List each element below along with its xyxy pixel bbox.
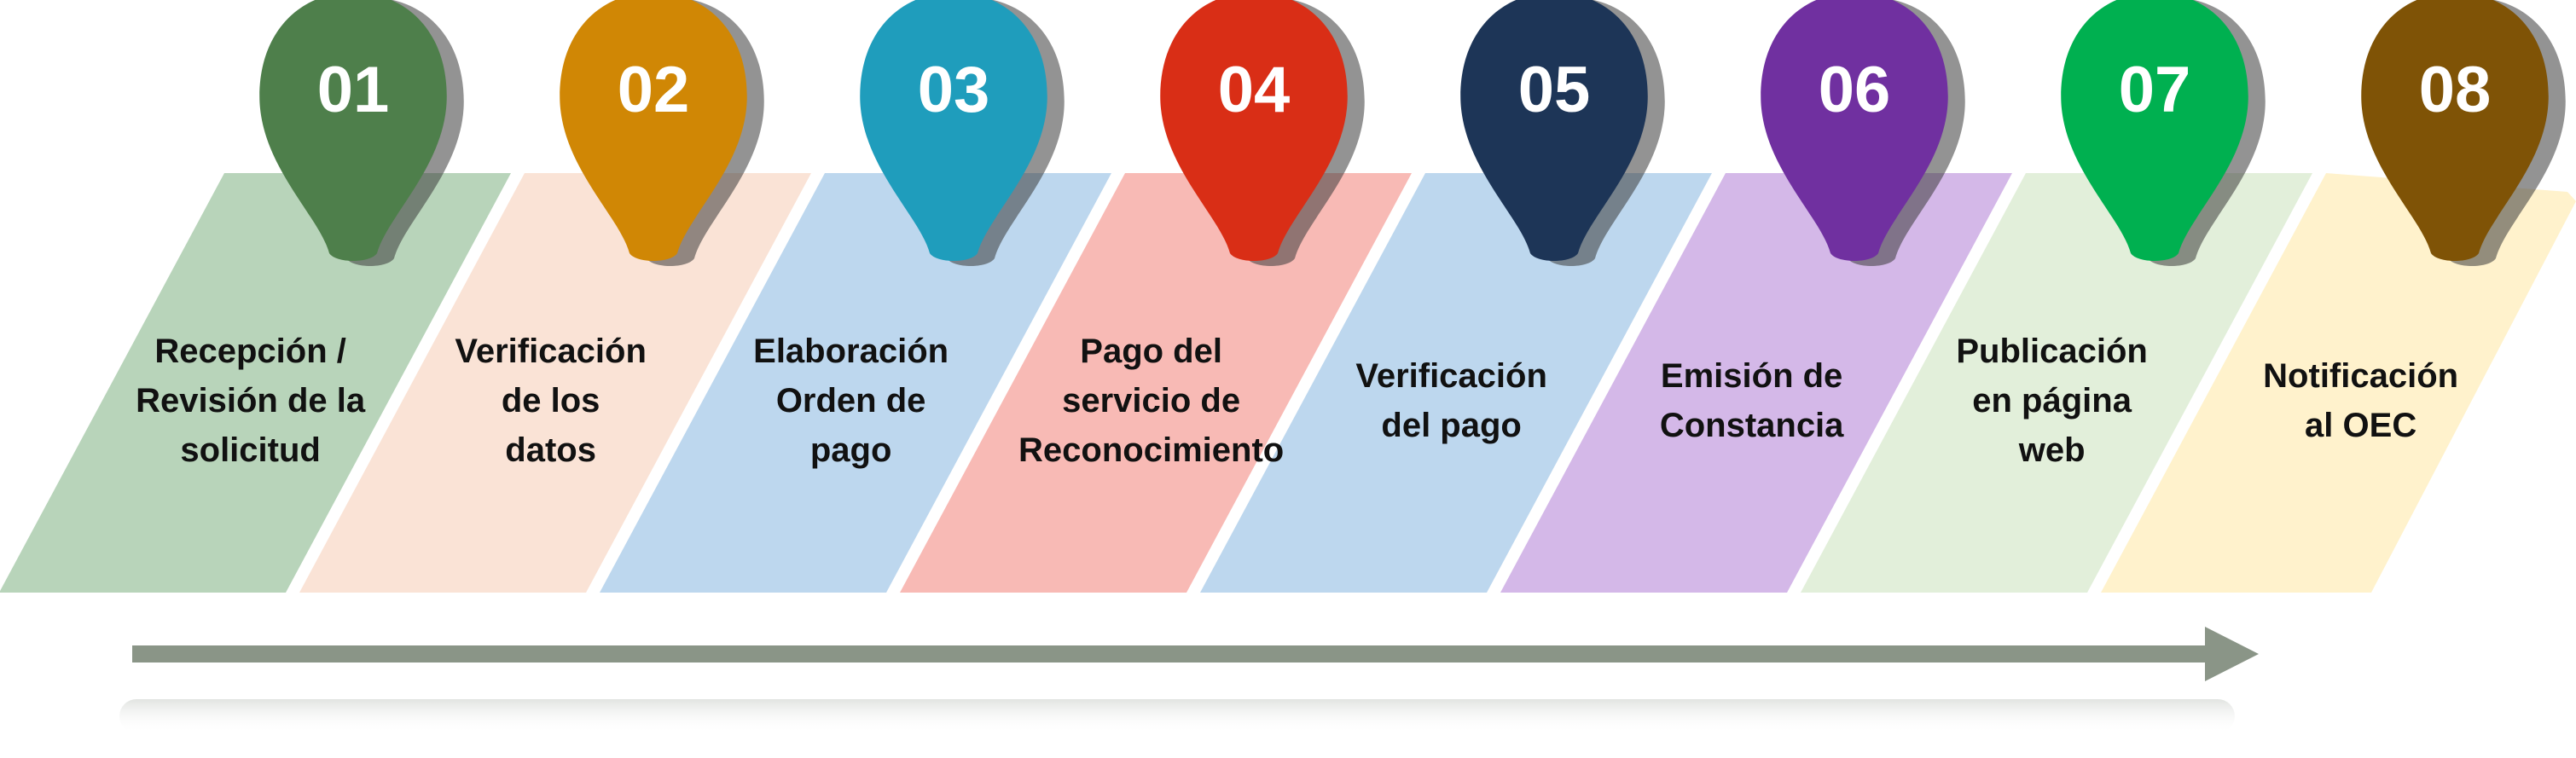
step-label-text: Recepción / Revisión de la solicitud: [136, 333, 366, 469]
step-label-text: Publicación en página web: [1956, 333, 2148, 469]
step-number-03: 03: [918, 54, 990, 126]
step-number-01: 01: [317, 54, 390, 126]
step-pin-02: [560, 0, 747, 261]
step-pin-05: [1460, 0, 1648, 261]
step-label-05: Verificación del pago: [1324, 315, 1580, 486]
step-label-01: Recepción / Revisión de la solicitud: [123, 315, 379, 486]
step-number-04: 04: [1218, 54, 1291, 126]
step-label-03: Elaboración Orden de pago: [723, 315, 979, 486]
bands-layer: [0, 173, 2576, 593]
step-label-text: Emisión de Constancia: [1659, 357, 1844, 444]
step-pin-07: [2061, 0, 2248, 261]
step-band-02: [299, 173, 811, 593]
step-band-05: [1200, 173, 1712, 593]
step-pin-01: [259, 0, 447, 261]
timeline-arrow-head: [2205, 627, 2259, 681]
step-pin-04: [1160, 0, 1348, 261]
step-label-text: Verificación del pago: [1355, 357, 1547, 444]
step-number-07: 07: [2119, 54, 2191, 126]
timeline-arrow-shadow: [119, 699, 2235, 733]
step-label-text: Verificación de los datos: [455, 333, 647, 469]
step-band-01: [0, 173, 511, 593]
pins-layer: 01 02 03 04 05 06 07 08: [259, 0, 2566, 266]
step-band-03: [600, 173, 1111, 593]
step-number-06: 06: [1819, 54, 1891, 126]
step-label-07: Publicación en página web: [1924, 315, 2180, 486]
step-band-06: [1500, 173, 2012, 593]
timeline-arrow: [119, 627, 2259, 733]
step-label-08: Notificación al OEC: [2233, 315, 2489, 486]
step-number-08: 08: [2419, 54, 2492, 126]
step-label-02: Verificación de los datos: [423, 315, 679, 486]
step-label-06: Emisión de Constancia: [1624, 315, 1880, 486]
step-pin-03: [860, 0, 1047, 261]
step-band-08: [2101, 173, 2576, 593]
step-band-04: [900, 173, 1412, 593]
step-label-04: Pago del servicio de Reconocimiento: [1018, 315, 1284, 486]
step-number-02: 02: [618, 54, 690, 126]
step-number-05: 05: [1518, 54, 1591, 126]
step-label-text: Notificación al OEC: [2263, 357, 2459, 444]
timeline-arrow-shaft: [132, 645, 2231, 663]
step-band-07: [1801, 173, 2312, 593]
step-label-text: Pago del servicio de Reconocimiento: [1018, 333, 1285, 469]
step-label-text: Elaboración Orden de pago: [753, 333, 949, 469]
step-pin-08: [2361, 0, 2549, 261]
step-pin-06: [1761, 0, 1948, 261]
